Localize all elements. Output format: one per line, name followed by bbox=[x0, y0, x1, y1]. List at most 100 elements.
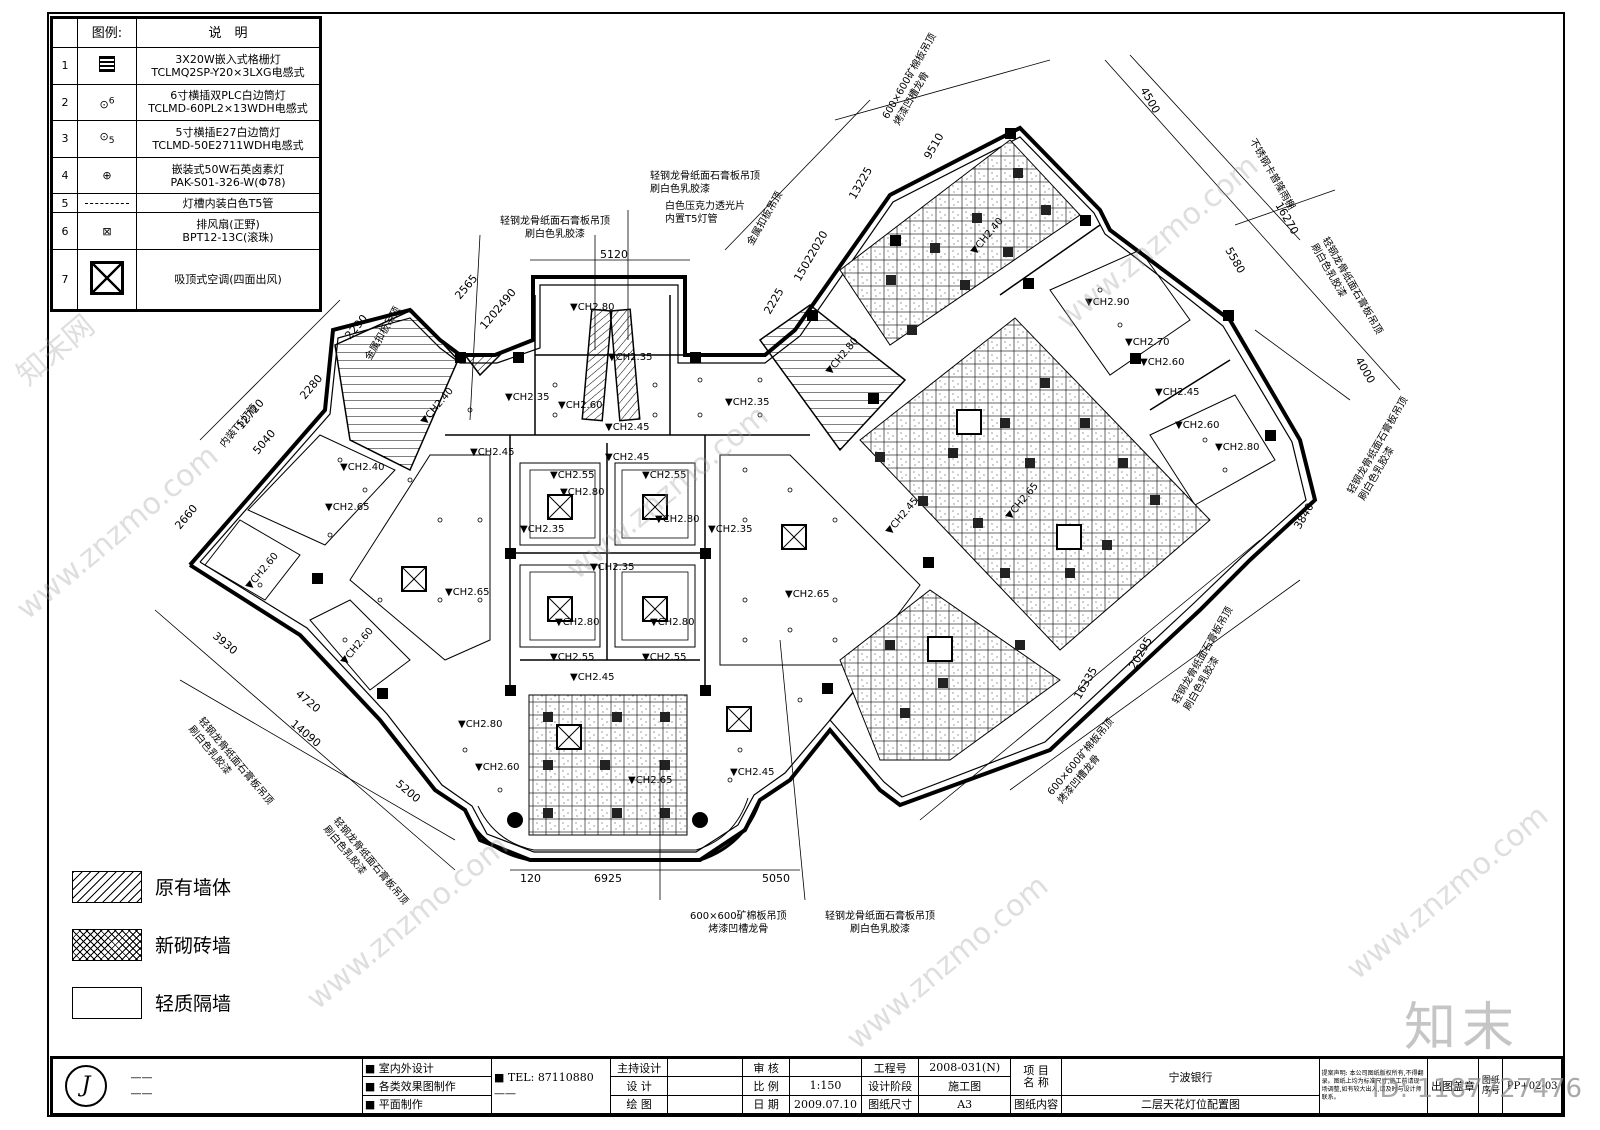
svg-text:▼CH2.70: ▼CH2.70 bbox=[1125, 337, 1169, 348]
material-label: 原有墙体 bbox=[155, 877, 232, 899]
note-gypsum-1: 轻钢龙骨纸面石膏板吊顶刷白色乳胶漆 bbox=[500, 216, 610, 240]
drawing-title: 二层天花灯位配置图 bbox=[1061, 1094, 1320, 1115]
disclaimer: 提案声明: 本公司图纸版权所有,不得翻录。图纸上均为标准尺寸,施工前请现场调整,… bbox=[1318, 1058, 1428, 1114]
svg-text:▼CH2.80: ▼CH2.80 bbox=[560, 487, 604, 498]
note-acrylic: 白色压克力透光片内置T5灯管 bbox=[665, 201, 745, 225]
svg-text:▼CH2.60: ▼CH2.60 bbox=[475, 762, 519, 773]
svg-text:▼CH2.35: ▼CH2.35 bbox=[725, 397, 769, 408]
halogen-spot-icon: ⊕ bbox=[102, 169, 112, 183]
svg-text:2565: 2565 bbox=[452, 272, 480, 302]
svg-text:▼CH2.65: ▼CH2.65 bbox=[325, 502, 369, 513]
svg-text:▼CH2.80: ▼CH2.80 bbox=[650, 617, 694, 628]
svg-text:1202490: 1202490 bbox=[477, 286, 518, 332]
downlight-6-icon: ⊙6 bbox=[99, 95, 115, 111]
material-label: 新砌砖墙 bbox=[155, 935, 232, 957]
stamp-cell: 出图盖章 bbox=[1426, 1058, 1480, 1114]
svg-text:▼CH2.35: ▼CH2.35 bbox=[590, 562, 634, 573]
id-watermark: ID: 1187727476 bbox=[1371, 1074, 1582, 1104]
legend-header-desc: 说 明 bbox=[136, 18, 320, 48]
blank-swatch bbox=[72, 987, 142, 1019]
svg-text:▼CH2.60: ▼CH2.60 bbox=[244, 551, 281, 592]
svg-text:3930: 3930 bbox=[210, 629, 240, 657]
service-item: ■ 平面制作 bbox=[361, 1094, 493, 1115]
svg-text:6925: 6925 bbox=[594, 872, 622, 885]
svg-text:▼CH2.60: ▼CH2.60 bbox=[558, 400, 602, 411]
svg-text:▼CH2.60: ▼CH2.60 bbox=[1140, 357, 1184, 368]
svg-text:5200: 5200 bbox=[393, 777, 423, 805]
svg-text:▼CH2.80: ▼CH2.80 bbox=[1215, 442, 1259, 453]
svg-text:4720: 4720 bbox=[293, 687, 323, 715]
svg-text:▼CH2.45: ▼CH2.45 bbox=[605, 452, 649, 463]
svg-text:▼CH2.65: ▼CH2.65 bbox=[785, 589, 829, 600]
title-block: J ———— ■ 室内外设计 ■ TEL: 87110880—— 主持设计 审 … bbox=[50, 1056, 1564, 1116]
svg-text:2280: 2280 bbox=[297, 372, 325, 402]
svg-text:▼CH2.45: ▼CH2.45 bbox=[884, 496, 921, 537]
svg-text:▼CH2.90: ▼CH2.90 bbox=[1085, 297, 1129, 308]
logo-icon: J bbox=[65, 1065, 107, 1107]
svg-text:▼CH2.35: ▼CH2.35 bbox=[708, 524, 752, 535]
legend-row: 7 吸顶式空调(四面出风) bbox=[52, 249, 320, 310]
hatch-swatch bbox=[72, 871, 142, 903]
project-name: 宁波银行 bbox=[1061, 1058, 1320, 1096]
exhaust-fan-icon: ⊠ bbox=[102, 224, 112, 238]
dim-5120: 5120 bbox=[600, 248, 628, 261]
material-label: 轻质隔墙 bbox=[155, 993, 232, 1015]
svg-text:2225: 2225 bbox=[761, 286, 786, 317]
svg-text:5050: 5050 bbox=[762, 872, 790, 885]
svg-text:▼CH2.60: ▼CH2.60 bbox=[1175, 420, 1219, 431]
legend-row: 6 ⊠ 排风扇(正野)BPT12-13C(滚珠) bbox=[52, 212, 320, 250]
svg-text:▼CH2.35: ▼CH2.35 bbox=[520, 524, 564, 535]
svg-text:▼CH2.60: ▼CH2.60 bbox=[339, 626, 376, 667]
legend-row: 5 灯槽内装白色T5管 bbox=[52, 193, 320, 214]
grille-light-icon bbox=[99, 56, 115, 73]
svg-text:20295: 20295 bbox=[1126, 635, 1155, 672]
tel-cell: ■ TEL: 87110880—— bbox=[491, 1058, 611, 1114]
sheet-number: PP+02-03 bbox=[1502, 1058, 1562, 1114]
svg-text:▼CH2.45: ▼CH2.45 bbox=[1155, 387, 1199, 398]
svg-text:5580: 5580 bbox=[1222, 245, 1247, 276]
svg-text:▼CH2.45: ▼CH2.45 bbox=[605, 422, 649, 433]
svg-text:▼CH2.55: ▼CH2.55 bbox=[642, 652, 686, 663]
company-logo-cell: J ———— bbox=[52, 1058, 363, 1114]
note-gypsum-3: 轻钢龙骨纸面石膏板吊顶刷白色乳胶漆 bbox=[825, 911, 935, 935]
svg-text:4000: 4000 bbox=[1352, 355, 1377, 386]
svg-text:▼CH2.80: ▼CH2.80 bbox=[655, 514, 699, 525]
svg-text:▼CH2.80: ▼CH2.80 bbox=[570, 302, 614, 313]
svg-text:5040: 5040 bbox=[250, 427, 278, 457]
downlight-5-icon: ⊙5 bbox=[99, 130, 115, 147]
svg-text:▼CH2.55: ▼CH2.55 bbox=[550, 470, 594, 481]
svg-text:13225: 13225 bbox=[846, 165, 875, 202]
svg-text:▼CH2.55: ▼CH2.55 bbox=[642, 470, 686, 481]
svg-text:14090: 14090 bbox=[288, 717, 323, 749]
svg-text:16335: 16335 bbox=[1071, 665, 1100, 702]
svg-text:▼CH2.40: ▼CH2.40 bbox=[340, 462, 384, 473]
t5-line-icon bbox=[85, 203, 129, 205]
crosshatch-swatch bbox=[72, 929, 142, 961]
note-mineral-board-1: 600×600矿棉板吊顶烤漆凹槽龙骨 bbox=[690, 911, 787, 935]
svg-text:9510: 9510 bbox=[921, 131, 946, 162]
svg-text:▼CH2.35: ▼CH2.35 bbox=[505, 392, 549, 403]
svg-text:▼CH2.55: ▼CH2.55 bbox=[550, 652, 594, 663]
ceiling-ac-icon bbox=[90, 261, 124, 295]
svg-text:2660: 2660 bbox=[172, 502, 200, 532]
svg-text:120: 120 bbox=[520, 872, 541, 885]
svg-text:▼CH2.80: ▼CH2.80 bbox=[555, 617, 599, 628]
svg-text:▼CH2.45: ▼CH2.45 bbox=[570, 672, 614, 683]
svg-text:▼CH2.80: ▼CH2.80 bbox=[458, 719, 502, 730]
legend-header-symbol: 图例: bbox=[77, 18, 137, 48]
service-item: ■ 各类效果图制作 bbox=[361, 1076, 493, 1096]
brand-watermark: 知末 bbox=[1403, 998, 1520, 1058]
svg-text:▼CH2.45: ▼CH2.45 bbox=[470, 447, 514, 458]
svg-text:15022020: 15022020 bbox=[791, 229, 830, 284]
note-gypsum-2: 轻钢龙骨纸面石膏板吊顶刷白色乳胶漆 bbox=[650, 171, 760, 195]
svg-text:▼CH2.45: ▼CH2.45 bbox=[730, 767, 774, 778]
svg-text:▼CH2.65: ▼CH2.65 bbox=[628, 775, 672, 786]
svg-text:▼CH2.35: ▼CH2.35 bbox=[608, 352, 652, 363]
